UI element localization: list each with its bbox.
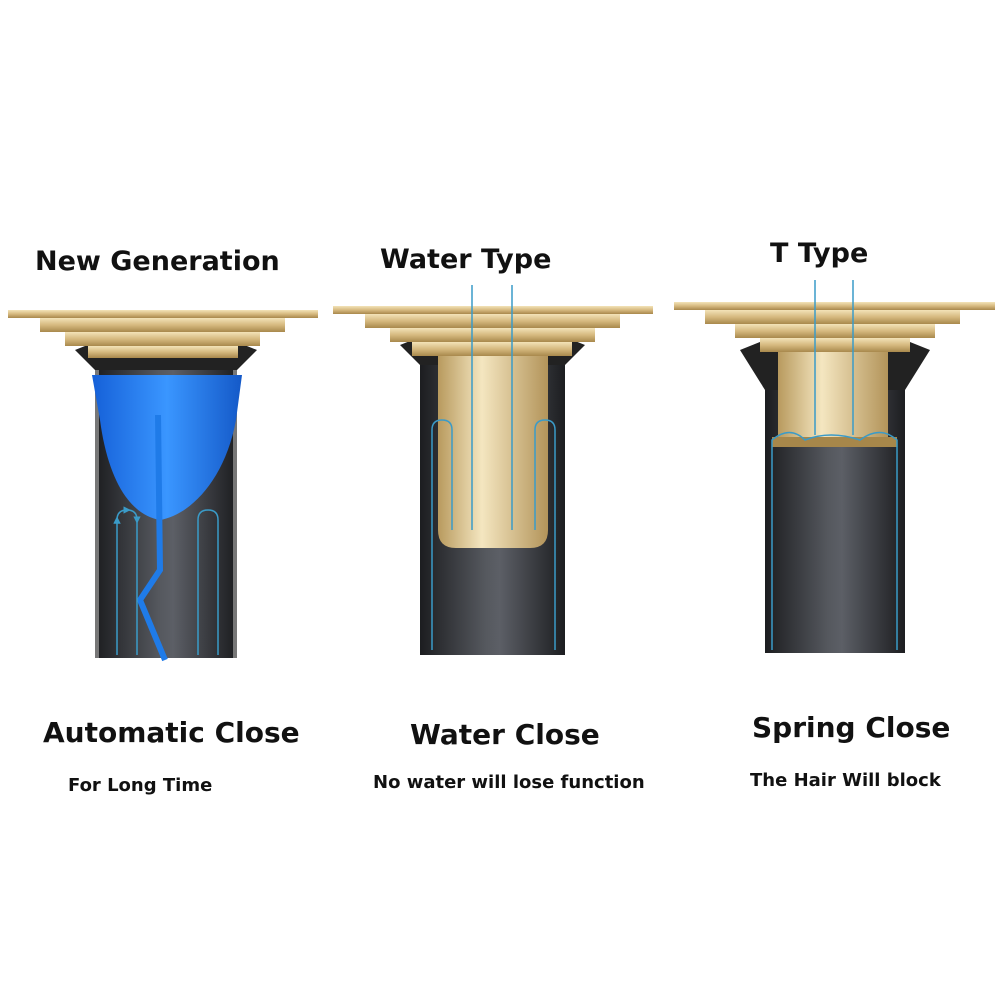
panel-heading: Water Type bbox=[380, 244, 551, 275]
drain-illustration bbox=[674, 280, 995, 653]
panel-title: Automatic Close bbox=[43, 716, 300, 749]
panel-subtitle: For Long Time bbox=[68, 775, 212, 796]
panel-heading: New Generation bbox=[35, 246, 280, 277]
drain-illustration bbox=[8, 310, 318, 662]
float-cup bbox=[438, 356, 548, 548]
panel-heading: T Type bbox=[770, 238, 868, 269]
panel-water-type: Water Type Water Close No water will los… bbox=[333, 244, 653, 793]
panel-subtitle: No water will lose function bbox=[373, 772, 645, 793]
panel-title: Spring Close bbox=[752, 711, 950, 744]
panel-new-generation: New Generation Automatic Close For Long … bbox=[8, 246, 318, 796]
panel-t-type: T Type Spring Close The Hair Will block bbox=[674, 238, 995, 791]
spring-valve bbox=[778, 352, 888, 437]
panel-title: Water Close bbox=[410, 718, 600, 751]
drain-illustration bbox=[333, 285, 653, 655]
panel-subtitle: The Hair Will block bbox=[750, 770, 942, 791]
silicone-seal bbox=[92, 375, 242, 520]
